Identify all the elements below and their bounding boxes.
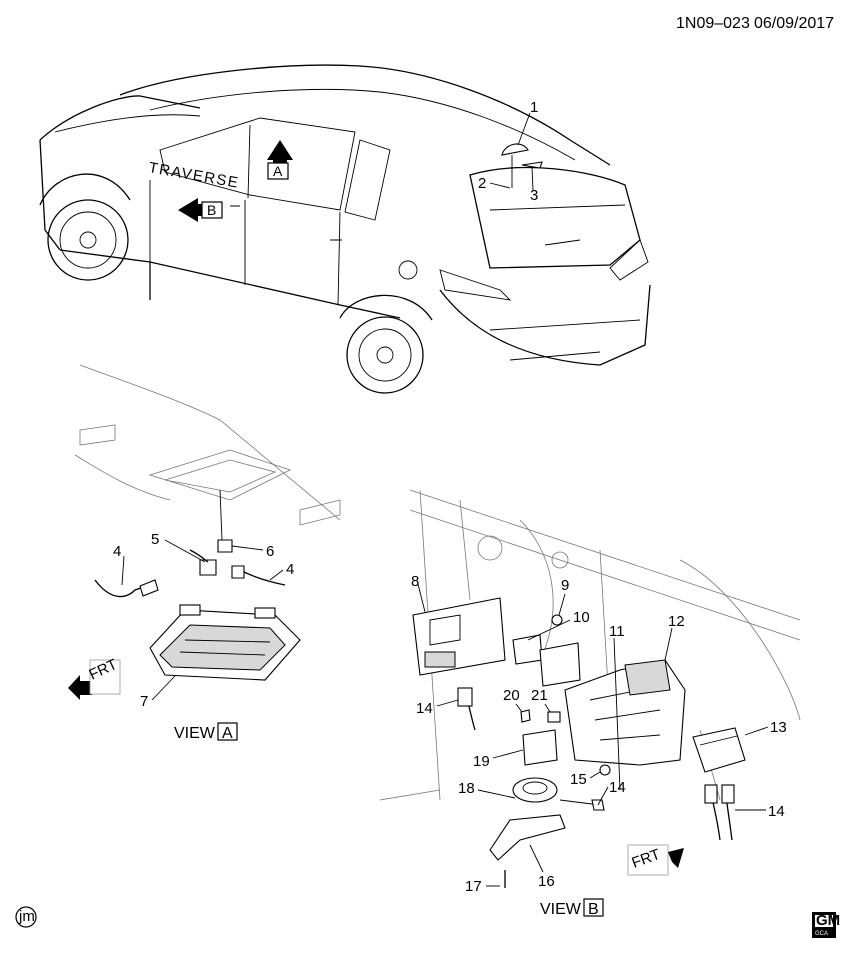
view-a-label: VIEW A [174, 722, 238, 742]
callout-4-right: 4 [286, 561, 294, 578]
callout-16: 16 [538, 873, 555, 890]
callout-20: 20 [503, 687, 520, 704]
callout-9: 9 [561, 577, 569, 594]
view-a-illustration: FRT [68, 364, 341, 700]
callout-14-left: 14 [416, 700, 433, 717]
diagram-reference-number: 1N09–023 [676, 15, 750, 32]
vehicle-illustration: TRAVERSE [39, 64, 651, 394]
callout-5: 5 [151, 531, 159, 548]
callout-19: 19 [473, 753, 490, 770]
callout-13: 13 [770, 719, 787, 736]
callout-21: 21 [531, 687, 548, 704]
view-b-marker: B [178, 198, 223, 222]
view-b-label: VIEW B [540, 898, 604, 918]
gm-logo-text: GM [816, 912, 840, 929]
rear-wheel [339, 294, 433, 394]
callout-4-left: 4 [113, 543, 121, 560]
callout-10: 10 [573, 609, 590, 626]
view-b-letter: B [588, 901, 599, 918]
illustrator-initials: jm [18, 908, 35, 925]
callout-6: 6 [266, 543, 274, 560]
view-a-marker-label: A [273, 163, 283, 179]
callout-1: 1 [530, 99, 538, 116]
gm-logo: GM GCA [812, 912, 840, 938]
callout-11: 11 [609, 623, 625, 640]
callout-15: 15 [570, 771, 587, 788]
view-a-letter: A [222, 725, 233, 742]
callout-3: 3 [530, 187, 538, 204]
callout-14-middle: 14 [609, 779, 626, 796]
gm-logo-subtext: GCA [815, 931, 828, 937]
vehicle-badge: TRAVERSE [147, 159, 240, 192]
illustrator-mark: jm [15, 906, 37, 928]
view-a-marker: A [267, 140, 293, 180]
view-b-illustration: FRT [379, 489, 801, 888]
callout-2: 2 [478, 175, 486, 192]
callout-12: 12 [668, 613, 685, 630]
view-b-marker-label: B [207, 202, 216, 218]
view-a-prefix: VIEW [174, 725, 216, 742]
callout-8: 8 [411, 573, 419, 590]
view-b-prefix: VIEW [540, 901, 582, 918]
callout-7: 7 [140, 693, 148, 710]
callout-18: 18 [458, 780, 475, 797]
diagram-date: 06/09/2017 [754, 15, 834, 32]
callout-14-right: 14 [768, 803, 785, 820]
callout-17: 17 [465, 878, 482, 895]
front-wheel [39, 173, 131, 281]
